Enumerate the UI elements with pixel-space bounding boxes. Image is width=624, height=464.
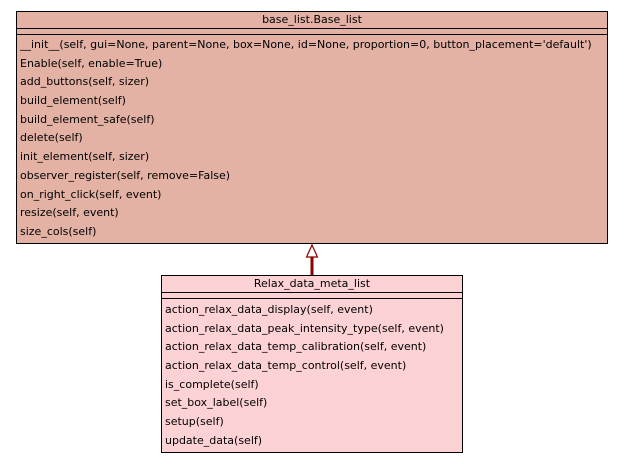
method-action-relax-data-peak-intensity-type: action_relax_data_peak_intensity_type(se… — [165, 321, 444, 335]
base-list-methods-compartment: __init__(self, gui=None, parent=None, bo… — [17, 35, 607, 242]
method-resize: resize(self, event) — [20, 206, 119, 220]
base-list-class-name: base_list.Base_list — [17, 12, 607, 29]
relax-data-meta-list-attributes-compartment — [162, 293, 462, 299]
relax-data-meta-list-class-box[interactable]: Relax_data_meta_list action_relax_data_d… — [161, 275, 463, 453]
method-action-relax-data-temp-calibration: action_relax_data_temp_calibration(self,… — [165, 340, 427, 354]
inheritance-arrowhead — [305, 243, 319, 258]
method-init: __init__(self, gui=None, parent=None, bo… — [20, 38, 592, 51]
method-on-right-click: on_right_click(self, event) — [20, 187, 162, 201]
relax-data-meta-list-class-name: Relax_data_meta_list — [162, 276, 462, 293]
method-action-relax-data-temp-control: action_relax_data_temp_control(self, eve… — [165, 359, 407, 373]
method-observer-register: observer_register(self, remove=False) — [20, 168, 231, 182]
relax-data-meta-list-methods-compartment: action_relax_data_display(self, event) a… — [162, 299, 462, 451]
method-is-complete: is_complete(self) — [165, 377, 259, 391]
method-size-cols: size_cols(self) — [20, 224, 97, 238]
method-action-relax-data-display: action_relax_data_display(self, event) — [165, 303, 373, 316]
method-add-buttons: add_buttons(self, sizer) — [20, 75, 150, 89]
method-init-element: init_element(self, sizer) — [20, 150, 150, 164]
method-setup: setup(self) — [165, 415, 224, 429]
method-build-element: build_element(self) — [20, 94, 126, 108]
method-delete: delete(self) — [20, 131, 83, 145]
method-update-data: update_data(self) — [165, 433, 263, 447]
method-enable: Enable(self, enable=True) — [20, 56, 163, 70]
base-list-class-box[interactable]: base_list.Base_list __init__(self, gui=N… — [16, 11, 608, 244]
base-list-attributes-compartment — [17, 29, 607, 35]
method-build-element-safe: build_element_safe(self) — [20, 112, 155, 126]
method-set-box-label: set_box_label(self) — [165, 396, 268, 410]
